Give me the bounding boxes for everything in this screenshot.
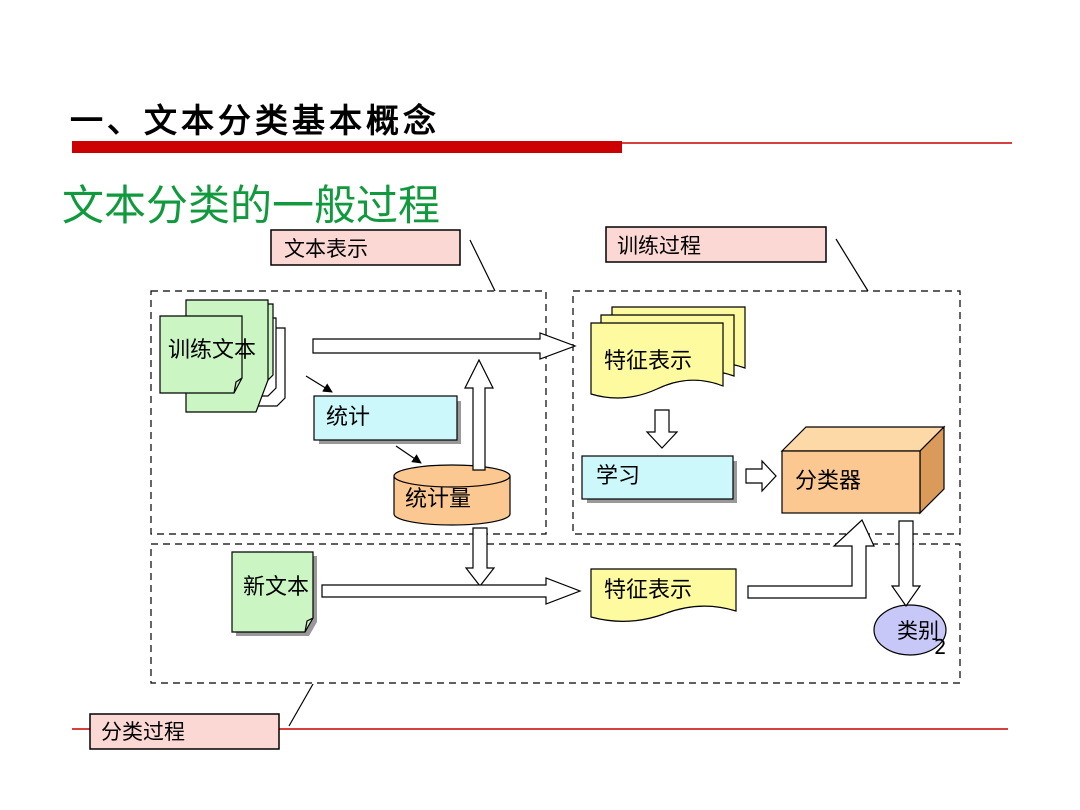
arrow-learning-to-classifier	[745, 459, 777, 493]
arrow-stats-up	[464, 358, 494, 471]
arrow-feature-to-classifier	[747, 518, 875, 599]
connector-docs-to-statistics	[305, 375, 333, 393]
region-text-representation	[150, 290, 547, 535]
slide-title: 一、文本分类基本概念	[70, 101, 440, 140]
node-statistics: 统计	[326, 405, 371, 430]
node-feature-repr-classify: 特征表示	[604, 578, 693, 603]
page-number: 2	[934, 635, 947, 659]
statistics-box	[313, 395, 458, 441]
node-new-text: 新文本	[243, 575, 310, 600]
label-box-training-process	[605, 226, 827, 263]
slide-subtitle: 文本分类的一般过程	[62, 181, 441, 230]
arrow-newtext-to-feature	[321, 577, 582, 605]
region-classification-process	[150, 543, 961, 684]
node-statistic-quantity: 统计量	[405, 487, 472, 512]
arrow-training-to-feature	[312, 332, 577, 360]
node-classifier: 分类器	[795, 469, 862, 494]
leader-classification-process	[288, 683, 314, 727]
label-classification-process: 分类过程	[101, 720, 185, 744]
node-category: 类别	[897, 619, 939, 643]
label-box-classification-process	[89, 713, 280, 750]
leader-training-process	[835, 238, 869, 292]
training-text-stack	[159, 299, 286, 413]
feature-repr-training-stack	[590, 306, 746, 399]
node-learning: 学习	[596, 464, 641, 489]
title-red-bar	[72, 141, 622, 153]
leader-text-representation	[469, 239, 496, 292]
connector-statistics-to-quantity	[395, 445, 422, 464]
label-text-representation: 文本表示	[284, 237, 368, 261]
label-training-process: 训练过程	[617, 234, 701, 258]
region-training-process	[572, 290, 961, 535]
new-text-document	[231, 551, 317, 636]
arrow-stats-down	[464, 527, 496, 587]
arrow-feature-down	[645, 409, 679, 449]
arrow-classifier-to-category	[890, 520, 922, 608]
category-ellipse	[873, 604, 947, 656]
node-feature-repr-training: 特征表示	[604, 349, 693, 374]
classifier-box	[780, 425, 946, 515]
label-box-text-representation	[270, 229, 461, 266]
feature-repr-classify-shape	[590, 568, 737, 622]
node-training-text: 训练文本	[168, 338, 257, 363]
learning-box	[581, 455, 734, 500]
